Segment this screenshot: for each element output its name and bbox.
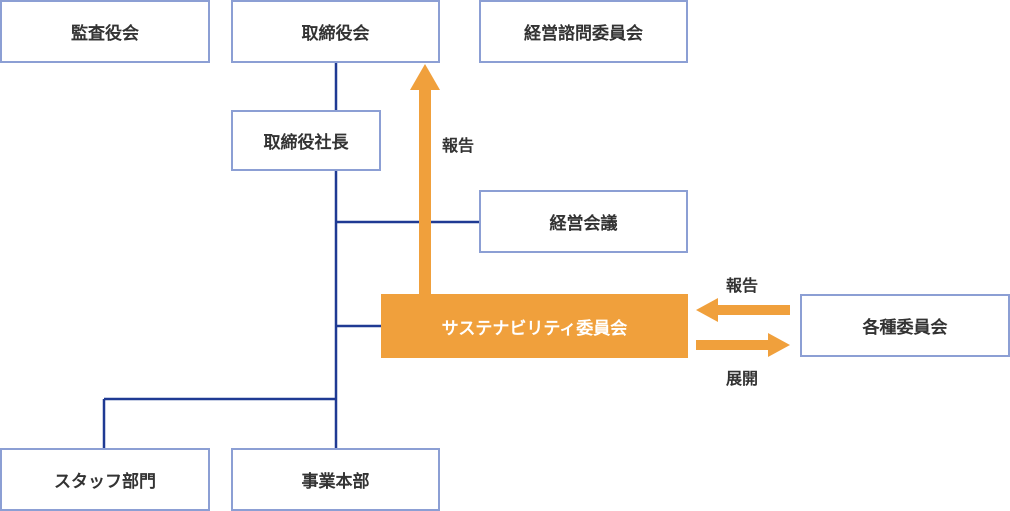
deploy-right-arrow-head — [768, 333, 790, 357]
business-division-label: 事業本部 — [301, 472, 370, 492]
report-left-label: 報告 — [726, 276, 759, 295]
audit-board-box: 監査役会 — [0, 0, 210, 63]
various-committees-label: 各種委員会 — [862, 318, 948, 338]
audit-board-label: 監査役会 — [71, 24, 139, 44]
president-label: 取締役社長 — [263, 133, 349, 153]
report-up-label: 報告 — [442, 136, 475, 155]
report-left-arrow-head — [696, 298, 718, 322]
deploy-right-label: 展開 — [726, 369, 759, 388]
sustainability-committee-box: サステナビリティ委員会 — [381, 294, 688, 358]
advisory-committee-label: 経営諮問委員会 — [524, 24, 643, 44]
advisory-committee-box: 経営諮問委員会 — [479, 0, 688, 63]
staff-departments-label: スタッフ部門 — [54, 472, 156, 492]
sustainability-committee-label: サステナビリティ委員会 — [441, 318, 628, 339]
staff-departments-box: スタッフ部門 — [0, 448, 210, 511]
business-division-box: 事業本部 — [231, 448, 440, 511]
various-committees-box: 各種委員会 — [800, 294, 1010, 357]
report-left-arrow-shaft — [716, 305, 790, 315]
president-box: 取締役社長 — [231, 110, 381, 171]
report-up-arrow-head — [410, 64, 440, 90]
deploy-right-arrow-shaft — [696, 340, 770, 350]
report-up-arrow-shaft — [419, 88, 431, 296]
board-of-directors-box: 取締役会 — [231, 0, 440, 63]
board-of-directors-label: 取締役会 — [301, 24, 370, 44]
management-meeting-box: 経営会議 — [479, 190, 688, 253]
management-meeting-label: 経営会議 — [549, 214, 618, 234]
